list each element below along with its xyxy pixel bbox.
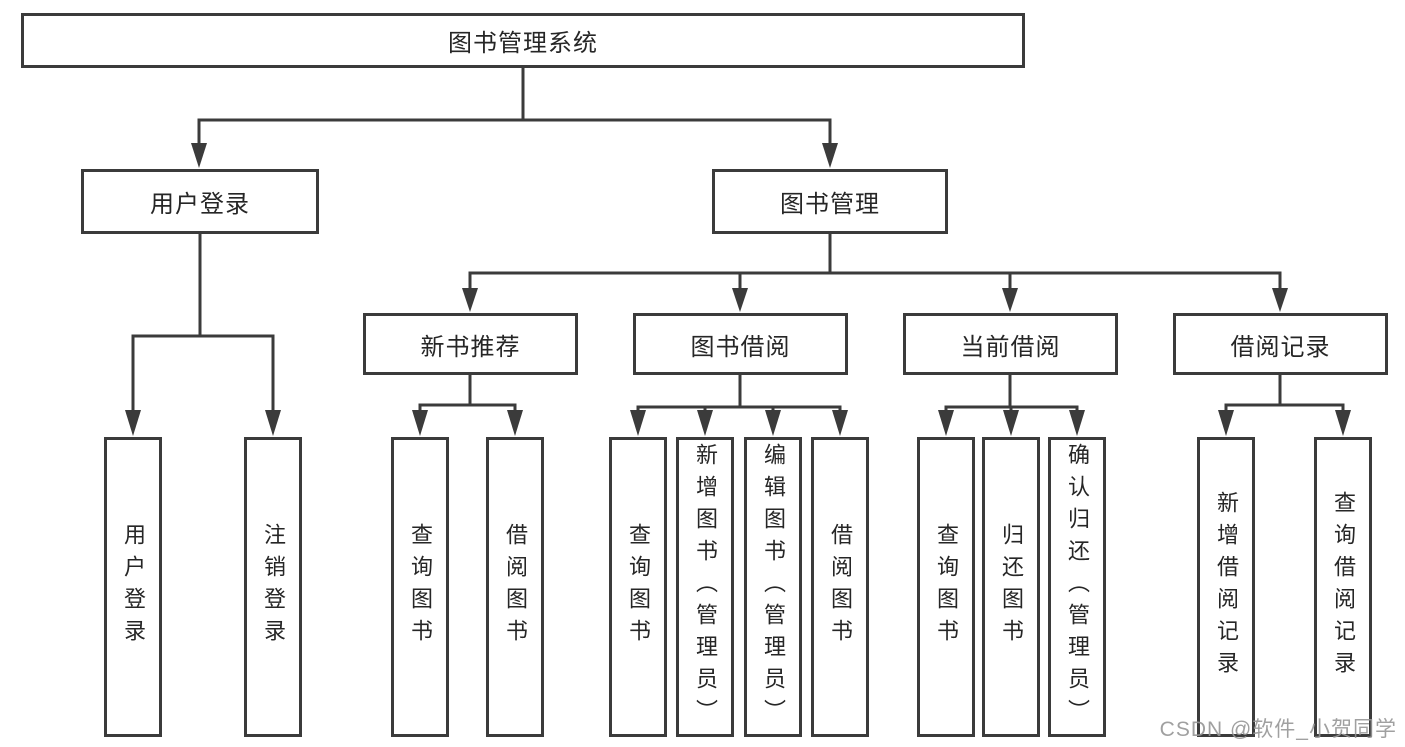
leaf-label: 用户登录 — [121, 523, 146, 651]
csdn-watermark: CSDN @软件_小贺同学 — [1159, 718, 1397, 741]
leaf-label: 借阅图书 — [828, 523, 853, 651]
leaf-confirm-return-admin: 确认归还（管理员） — [1048, 437, 1106, 737]
node-label: 图书借阅 — [690, 333, 791, 361]
node-label: 图书管理系统 — [448, 30, 598, 57]
leaf-return-books: 归还图书 — [982, 437, 1040, 737]
leaf-label: 新增图书（管理员） — [693, 443, 718, 731]
node-label: 用户登录 — [150, 191, 250, 218]
leaf-query-books: 查询图书 — [391, 437, 449, 737]
leaf-query-borrow-record: 查询借阅记录 — [1314, 437, 1372, 737]
leaf-label: 借阅图书 — [503, 523, 528, 651]
leaf-logout: 注销登录 — [244, 437, 302, 737]
node-label: 借阅记录 — [1230, 333, 1331, 361]
leaf-add-borrow-record: 新增借阅记录 — [1197, 437, 1255, 737]
leaf-label: 查询借阅记录 — [1331, 491, 1356, 683]
leaf-label: 查询图书 — [626, 523, 651, 651]
node-user-login: 用户登录 — [81, 169, 319, 234]
leaf-label: 编辑图书（管理员） — [761, 443, 786, 731]
leaf-label: 新增借阅记录 — [1214, 491, 1239, 683]
node-borrow-records: 借阅记录 — [1173, 313, 1388, 375]
node-label: 图书管理 — [780, 191, 880, 218]
leaf-borrow-books: 借阅图书 — [486, 437, 544, 737]
leaf-user-login: 用户登录 — [104, 437, 162, 737]
leaf-query-books: 查询图书 — [917, 437, 975, 737]
leaf-label: 确认归还（管理员） — [1065, 443, 1090, 731]
node-label: 新书推荐 — [420, 333, 521, 361]
leaf-label: 查询图书 — [934, 523, 959, 651]
leaf-label: 归还图书 — [999, 523, 1024, 651]
leaf-edit-books-admin: 编辑图书（管理员） — [744, 437, 802, 737]
node-new-book-recommend: 新书推荐 — [363, 313, 578, 375]
leaf-label: 注销登录 — [261, 523, 286, 651]
node-book-borrow: 图书借阅 — [633, 313, 848, 375]
node-book-management: 图书管理 — [712, 169, 948, 234]
leaf-add-books-admin: 新增图书（管理员） — [676, 437, 734, 737]
leaf-borrow-books: 借阅图书 — [811, 437, 869, 737]
leaf-label: 查询图书 — [408, 523, 433, 651]
node-current-borrow: 当前借阅 — [903, 313, 1118, 375]
leaf-query-books: 查询图书 — [609, 437, 667, 737]
node-library-management-system: 图书管理系统 — [21, 13, 1025, 68]
node-label: 当前借阅 — [960, 333, 1061, 361]
